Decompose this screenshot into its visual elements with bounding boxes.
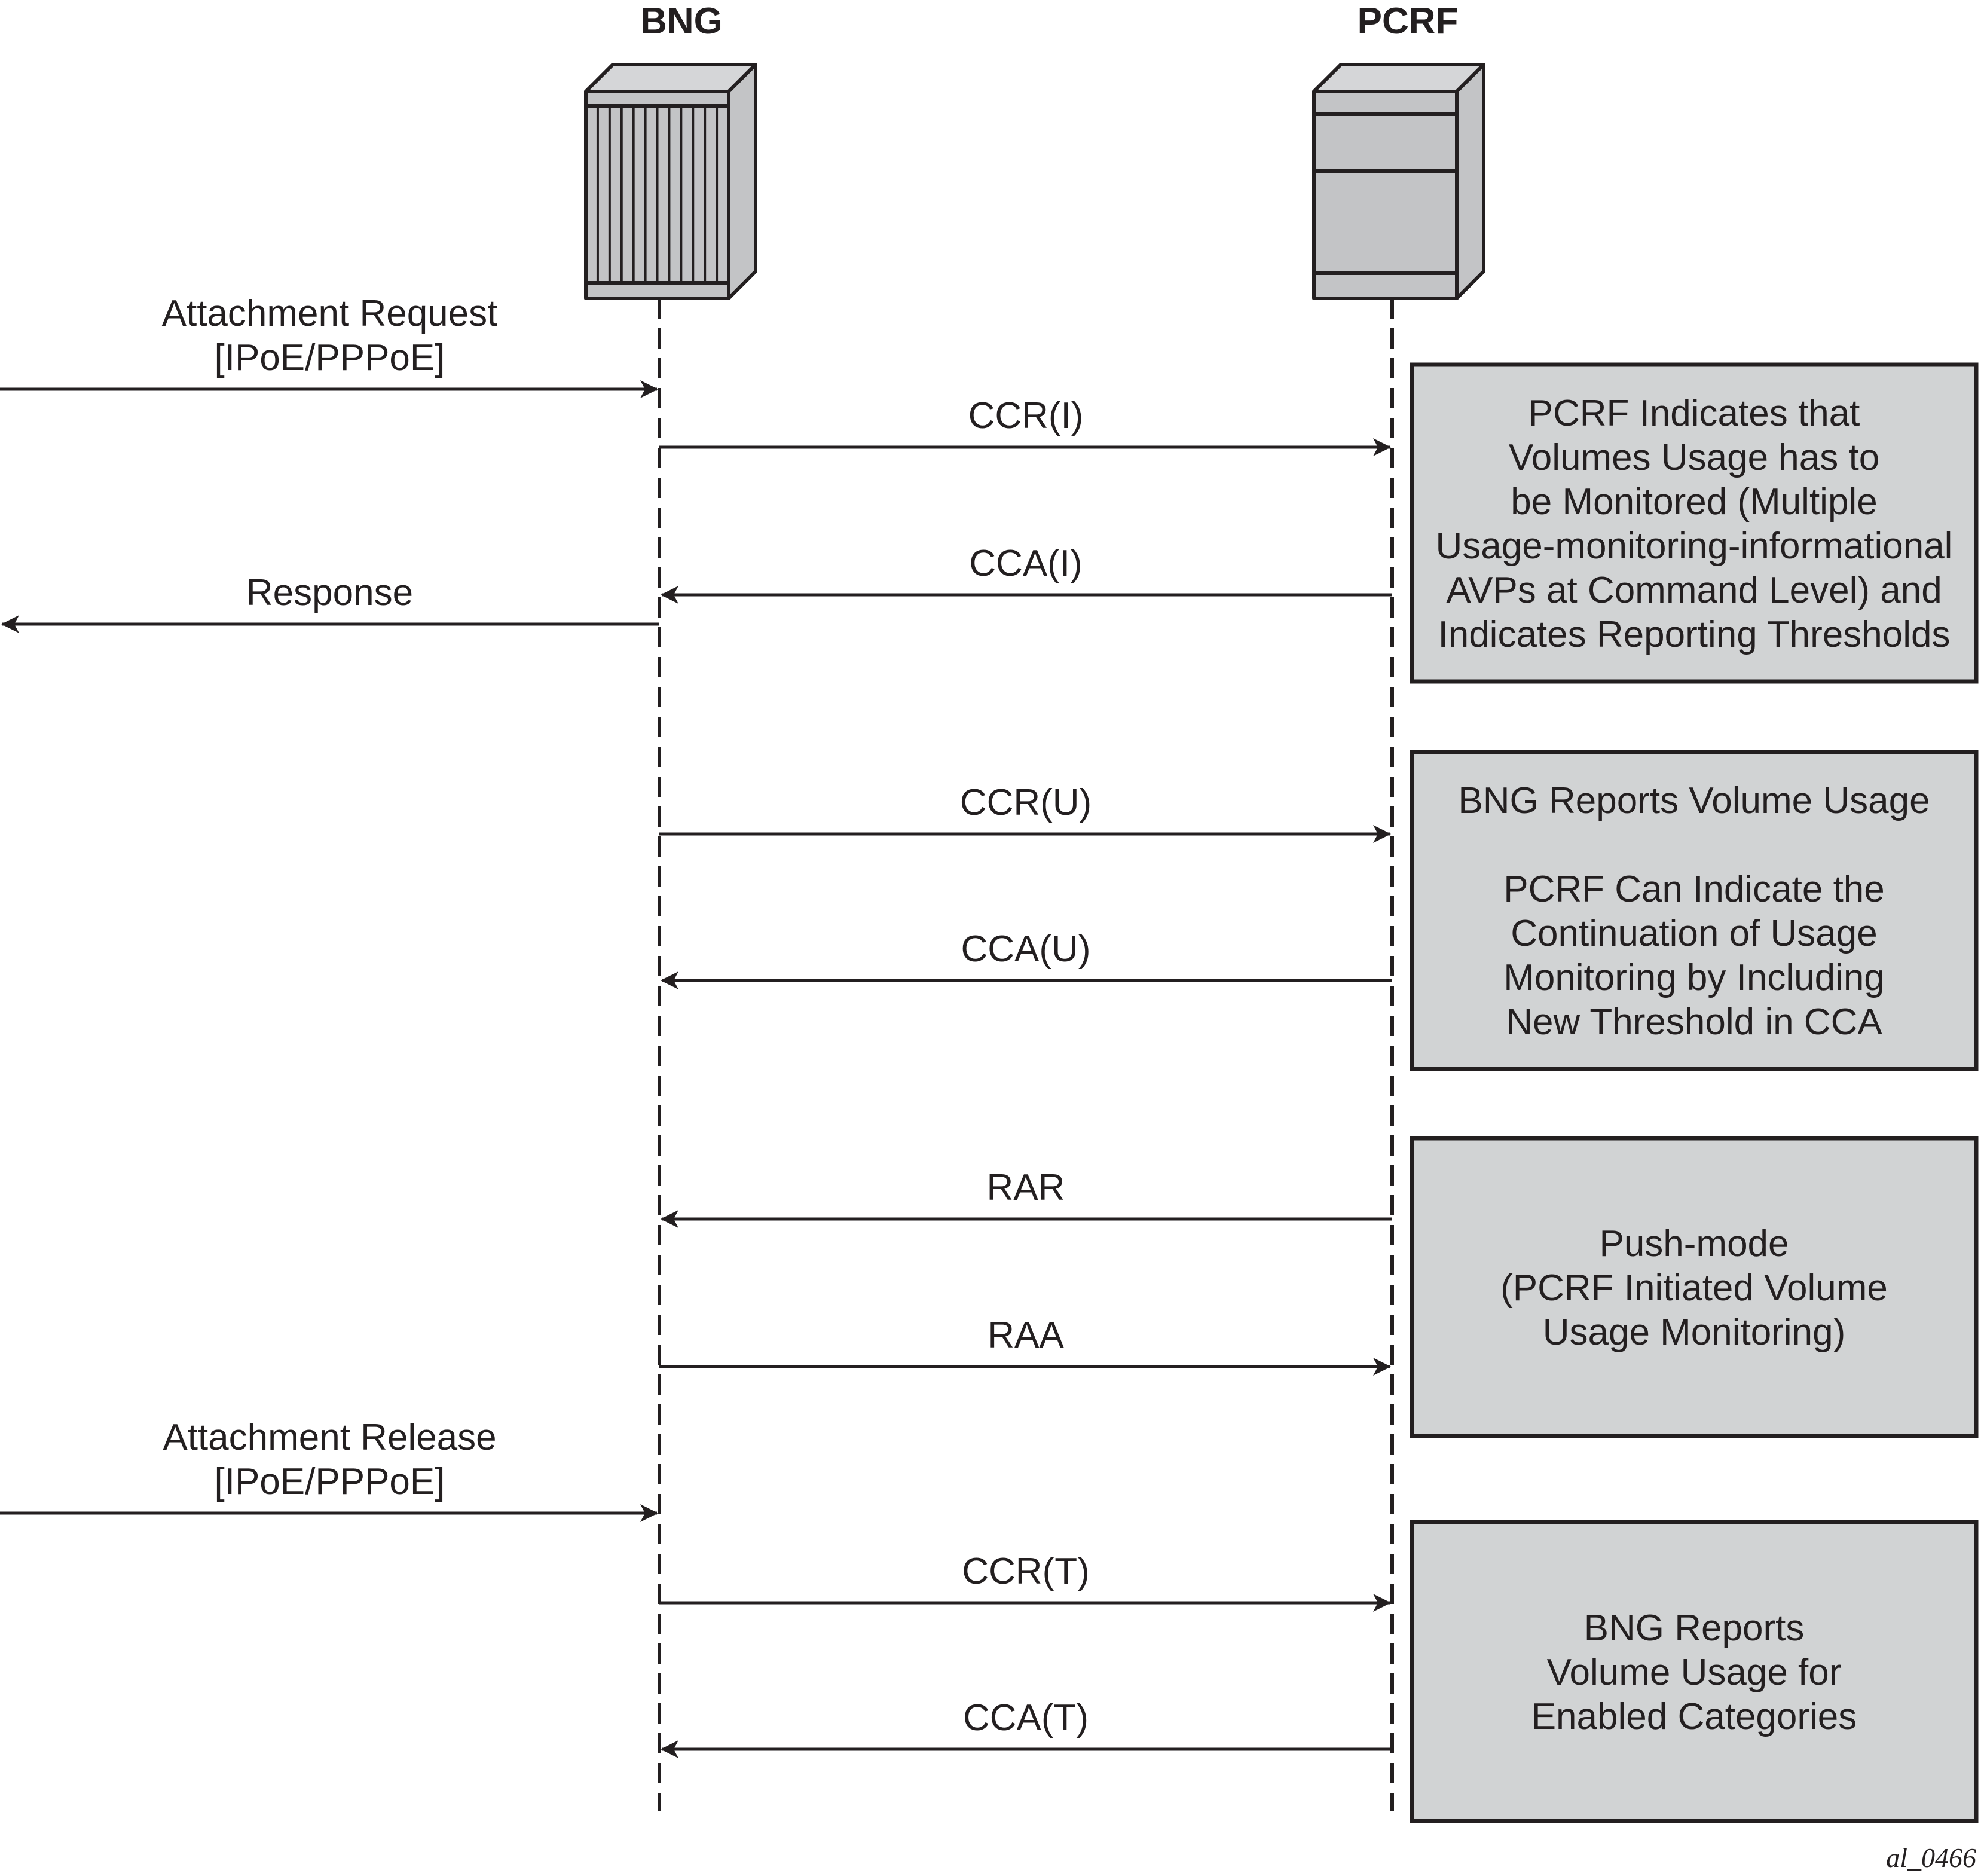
message-label: RAR [987,1167,1065,1208]
message-label: Attachment Request [162,293,498,334]
message-rar: RAR [661,1167,1392,1228]
message-label: CCA(U) [961,928,1091,970]
message-ccr-u: CCR(U) [659,782,1391,843]
message-attach-rel: Attachment Release[IPoE/PPPoE] [0,1417,658,1522]
actor-title-pcrf: PCRF [1358,1,1459,42]
message-arrows: Attachment Request[IPoE/PPPoE]CCR(I)CCA(… [0,293,1392,1758]
note-line: Usage Monitoring) [1543,1312,1846,1353]
figure-id: al_0466 [1886,1843,1976,1873]
message-cca-i: CCA(I) [661,543,1392,604]
message-label: CCA(T) [963,1697,1089,1738]
router-chassis-icon [584,63,757,300]
message-raa: RAA [659,1315,1391,1376]
note-line: BNG Reports [1584,1608,1805,1649]
note-line: Usage-monitoring-informational [1436,525,1953,567]
message-cca-u: CCA(U) [661,928,1392,989]
message-label: CCA(I) [969,543,1082,584]
server-icon [1312,63,1485,300]
message-cca-t: CCA(T) [661,1697,1392,1758]
note-line: Continuation of Usage [1511,913,1878,954]
message-label: CCR(I) [968,395,1084,436]
note-line: PCRF Can Indicate the [1503,869,1885,910]
note-line: Enabled Categories [1531,1696,1857,1737]
message-label: [IPoE/PPPoE] [215,337,445,378]
note-line: Monitoring by Including [1503,957,1885,998]
note-line: PCRF Indicates that [1528,393,1860,434]
message-response: Response [1,572,659,633]
message-label: CCR(U) [960,782,1092,823]
message-ccr-t: CCR(T) [659,1551,1391,1612]
note-line: AVPs at Command Level) and [1446,570,1942,611]
message-label: Response [246,572,413,613]
message-attach-req: Attachment Request[IPoE/PPPoE] [0,293,658,398]
message-label: CCR(T) [962,1551,1090,1592]
actor-title-bng: BNG [640,1,723,42]
message-label: Attachment Release [163,1417,496,1458]
note-line: BNG Reports Volume Usage [1458,780,1930,821]
chassis-slots [596,106,719,283]
note-line: (PCRF Initiated Volume [1500,1267,1888,1309]
message-label: [IPoE/PPPoE] [215,1461,445,1502]
note-line: Indicates Reporting Thresholds [1438,614,1950,655]
note-line: New Threshold in CCA [1506,1001,1882,1043]
note-line: be Monitored (Multiple [1511,481,1877,523]
message-ccr-i: CCR(I) [659,395,1391,456]
note-line: Push-mode [1599,1223,1789,1264]
note-line: Volume Usage for [1547,1652,1842,1693]
message-label: RAA [988,1315,1064,1356]
note-line: Volumes Usage has to [1509,437,1879,478]
